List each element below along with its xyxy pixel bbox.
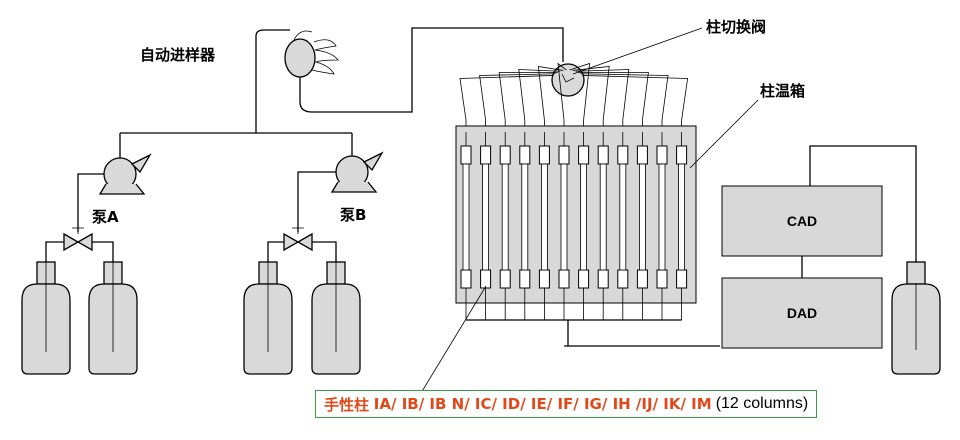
column-switch-valve <box>551 63 585 97</box>
waste-bottle <box>891 261 941 375</box>
fan-tube <box>582 75 689 132</box>
solvent-bottles <box>21 261 361 375</box>
dad-label: DAD <box>787 305 817 321</box>
column-oven-label: 柱温箱 <box>760 82 805 100</box>
cad-detector: CAD <box>721 185 883 257</box>
fan-tube <box>459 75 554 132</box>
chiral-column <box>538 132 550 296</box>
pump-b-label: 泵B <box>340 206 366 224</box>
fan-tube <box>578 71 649 132</box>
pump-b <box>330 151 384 193</box>
chiral-column <box>460 132 472 296</box>
chiral-column <box>578 132 590 296</box>
pump-a <box>98 153 152 195</box>
chiral-column <box>499 132 511 296</box>
tubing-pumps-to-autosampler <box>119 29 353 160</box>
solvent-bottle <box>88 261 138 375</box>
cad-label: CAD <box>787 213 817 229</box>
chiral-column <box>480 132 492 296</box>
tubing-autosampler-to-valve <box>299 27 564 113</box>
chiral-column <box>519 132 531 296</box>
chiral-column <box>617 132 629 296</box>
pump-a-label: 泵A <box>92 208 119 226</box>
inlet-valve-a <box>63 227 93 252</box>
chiral-columns-caption: 手性柱 IA/ IB/ IB N/ IC/ ID/ IE/ IF/ IG/ IH… <box>315 390 818 418</box>
chiral-columns <box>460 132 688 296</box>
caption-column-list: IA/ IB/ IB N/ IC/ ID/ IE/ IF/ IG/ IH /IJ… <box>373 395 712 413</box>
fan-tube <box>498 71 558 132</box>
chiral-column <box>558 132 570 296</box>
solvent-bottle <box>311 261 361 375</box>
caption-note: (12 columns) <box>715 395 809 412</box>
fan-tube <box>580 73 669 132</box>
autosampler-label: 自动进样器 <box>140 46 216 64</box>
solvent-bottle <box>243 261 293 375</box>
column-switch-valve-label: 柱切换阀 <box>706 18 766 36</box>
chiral-column <box>656 132 668 296</box>
solvent-bottle <box>21 261 71 375</box>
chiral-column <box>597 132 609 296</box>
caption-prefix: 手性柱 <box>324 395 370 414</box>
inlet-valve-b <box>283 227 313 252</box>
column-oven <box>455 125 697 304</box>
chiral-column <box>676 132 688 296</box>
chiral-column <box>636 132 648 296</box>
column-outlet-tubing <box>465 296 682 321</box>
autosampler <box>284 30 339 78</box>
dad-detector: DAD <box>721 277 883 349</box>
